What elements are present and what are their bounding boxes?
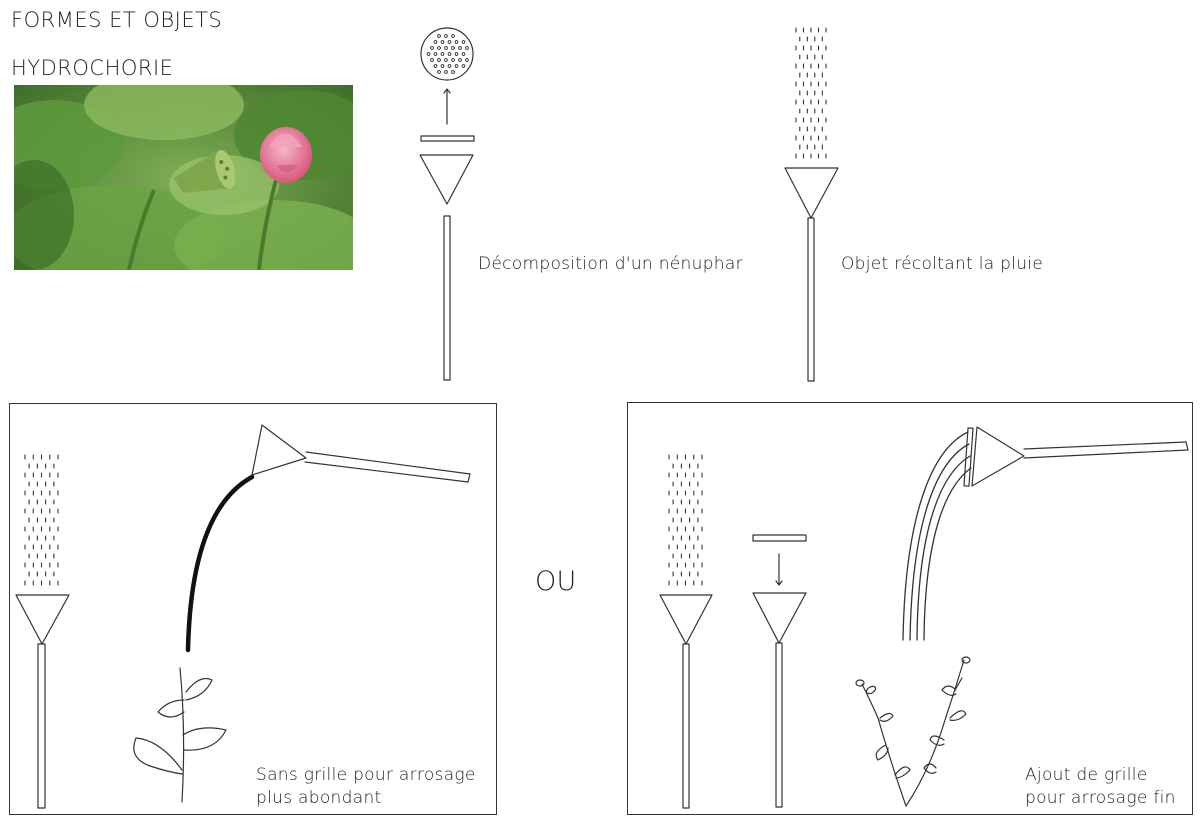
funnel-icon <box>15 594 70 645</box>
left-panel-caption-line2: plus abondant <box>256 788 382 808</box>
right-panel-caption-line2: pour arrosage fin <box>1025 788 1176 808</box>
grate-hole <box>437 34 441 38</box>
grate-hole <box>458 46 462 50</box>
decomposition-caption: Décomposition d'un nénuphar <box>478 254 743 274</box>
right-panel-caption-line1: Ajout de grille <box>1025 765 1148 785</box>
grate-hole <box>447 64 452 68</box>
grate-hole <box>440 64 445 68</box>
plant-icon <box>133 667 227 803</box>
grate-hole <box>454 40 459 44</box>
grate-hole <box>465 46 469 50</box>
down-arrow-head <box>775 580 783 586</box>
grate-hole <box>444 34 448 38</box>
grate-hole <box>444 58 448 62</box>
funnel-icon <box>419 154 474 205</box>
tilted-funnel <box>251 424 471 483</box>
grate-hole <box>426 52 431 56</box>
grate-hole <box>465 58 469 62</box>
grate-hole <box>461 40 466 44</box>
up-arrow-head <box>443 88 451 94</box>
funnel-icon <box>659 594 713 645</box>
left-panel-caption-line1: Sans grille pour arrosage <box>256 765 476 785</box>
right-panel <box>627 402 1193 815</box>
left-panel <box>9 403 497 815</box>
grate-hole <box>451 34 455 38</box>
grate-hole <box>440 52 445 56</box>
grate-hole <box>461 64 466 68</box>
grate-hole <box>440 40 445 44</box>
grate-plate <box>752 534 807 542</box>
right-stem-1 <box>682 643 690 809</box>
rain-drops-icon <box>668 454 703 586</box>
rain-drops-icon <box>795 27 827 159</box>
grate-hole <box>451 46 455 50</box>
grate-hole <box>437 70 441 74</box>
funnel-stem <box>443 215 451 381</box>
grate-hole <box>430 46 434 50</box>
grate-plate <box>420 135 475 142</box>
collector-stem <box>807 217 815 382</box>
funnel-icon <box>784 167 839 219</box>
rain-drops-icon <box>24 454 59 586</box>
grate-hole <box>454 52 459 56</box>
hose-icon <box>902 431 972 641</box>
tilted-funnel <box>963 426 1189 487</box>
rain-collector-caption: Objet récoltant la pluie <box>841 254 1044 274</box>
grate-hole <box>458 58 462 62</box>
grate-hole <box>437 58 441 62</box>
lotus-bud <box>260 127 312 183</box>
left-stem <box>37 643 46 809</box>
grate-hole <box>444 70 448 74</box>
lotus-photo <box>14 85 353 270</box>
grate-hole <box>444 46 448 50</box>
vine-icon <box>855 656 971 807</box>
lotus-seedpod <box>173 149 236 194</box>
grate-hole <box>437 46 441 50</box>
hose-icon <box>185 474 255 653</box>
grate-hole <box>447 52 452 56</box>
grate-hole <box>461 52 466 56</box>
page-title: FORMES ET OBJETS <box>11 8 223 32</box>
page-subtitle: HYDROCHORIE <box>11 56 174 80</box>
grate-hole <box>433 64 438 68</box>
grate-hole <box>451 58 455 62</box>
grate-hole <box>433 52 438 56</box>
seed-grate-icon <box>420 27 474 81</box>
grate-hole <box>447 40 452 44</box>
grate-hole <box>430 58 434 62</box>
grate-hole <box>433 40 438 44</box>
grate-hole <box>451 70 455 74</box>
grate-hole <box>454 64 459 68</box>
funnel-icon <box>752 592 807 644</box>
right-stem-2 <box>775 642 783 808</box>
or-separator: OU <box>535 566 577 597</box>
